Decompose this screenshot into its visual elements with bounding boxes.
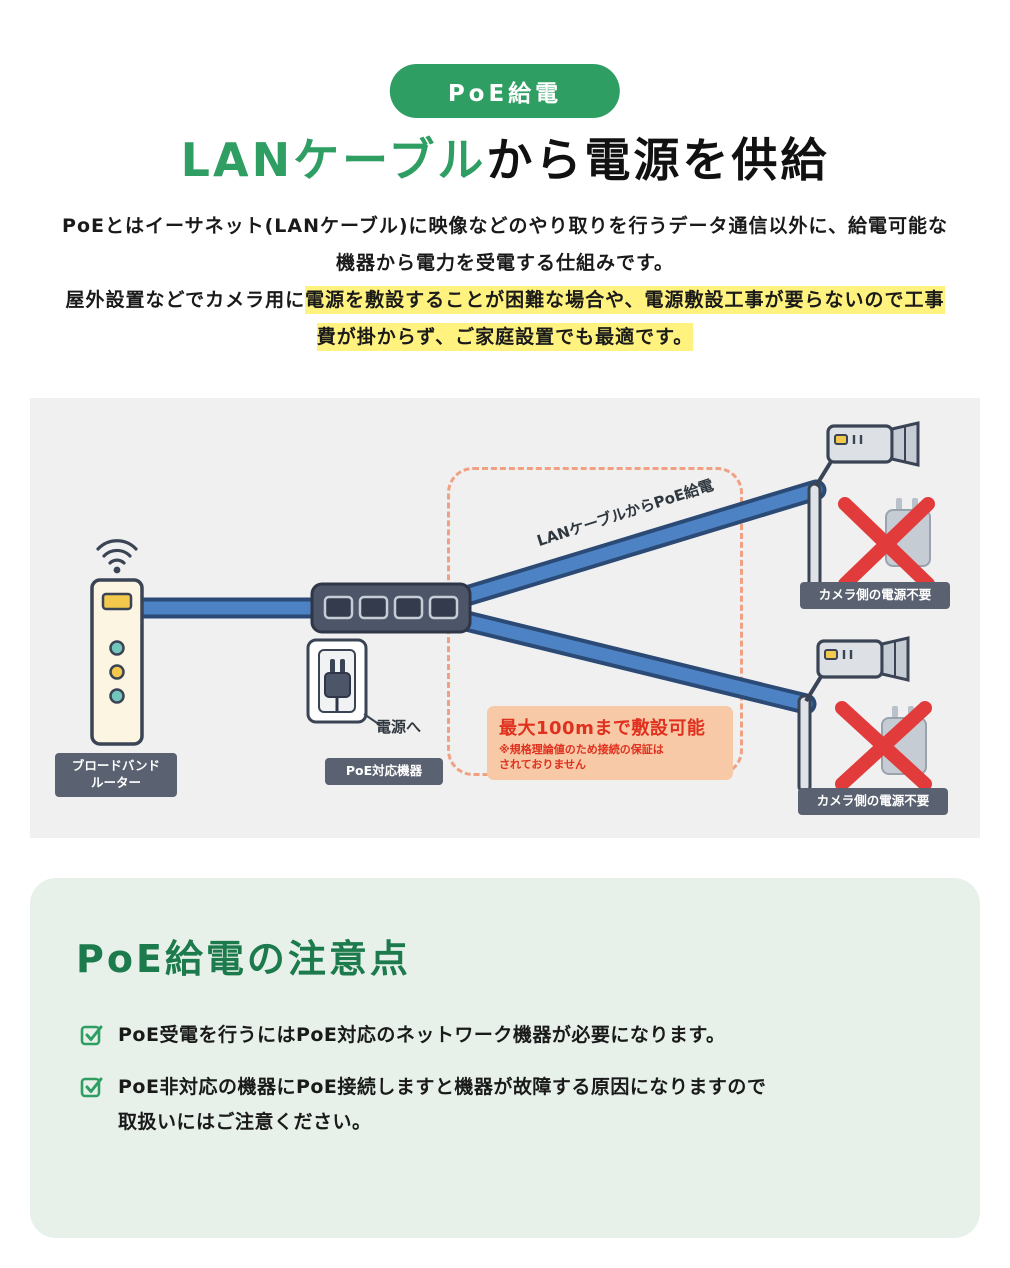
- poe-switch: [310, 582, 472, 634]
- camera-no-power-label-top: カメラ側の電源不要: [800, 582, 950, 609]
- no-power-x-bottom: [835, 701, 932, 791]
- max-distance-note: ※規格理論値のため接続の保証は されておりません: [499, 743, 664, 771]
- note-text-2: PoE非対応の機器にPoE接続しますと機器が故障する原因になりますので 取扱いに…: [118, 1076, 767, 1134]
- wifi-icon: [96, 539, 138, 574]
- power-outlet: [306, 638, 381, 726]
- max-distance-callout: 最大100mまで敷設可能 ※規格理論値のため接続の保証は されておりません: [487, 706, 733, 780]
- diagram-artwork: [90, 421, 935, 794]
- intro-line-4-highlight: 費が掛からず、ご家庭設置でも最適です。: [316, 323, 694, 351]
- note-item-1: PoE受電を行うにはPoE対応のネットワーク機器が必要になります。: [80, 1018, 726, 1053]
- intro-line-3: 屋外設置などでカメラ用に電源を敷設することが困難な場合や、電源敷設工事が要らない…: [0, 282, 1010, 319]
- page-title: LANケーブルから電源を供給: [0, 124, 1010, 190]
- notes-heading: PoE給電の注意点: [76, 937, 411, 981]
- poe-network-diagram: LANケーブルからPoE給電 最大100mまで敷設可能 ※規格理論値のため接続の…: [30, 398, 980, 838]
- lan-cables: [136, 479, 827, 715]
- intro-line-1: PoEとはイーサネット(LANケーブル)に映像などのやり取りを行うデータ通信以外…: [62, 215, 948, 237]
- note-item-2: PoE非対応の機器にPoE接続しますと機器が故障する原因になりますので 取扱いに…: [80, 1070, 766, 1140]
- intro-line-2: 機器から電力を受電する仕組みです。: [335, 252, 675, 274]
- security-camera-top: [814, 421, 920, 488]
- camera-pole-top: [807, 482, 822, 592]
- intro-paragraph: PoEとはイーサネット(LANケーブル)に映像などのやり取りを行うデータ通信以外…: [0, 208, 1010, 356]
- broadband-router: [90, 578, 144, 746]
- poe-pill-badge: PoE給電: [389, 64, 621, 118]
- power-source-label: 電源へ: [376, 718, 422, 736]
- router-label: ブロードバンド ルーター: [55, 753, 177, 797]
- note-text-1: PoE受電を行うにはPoE対応のネットワーク機器が必要になります。: [118, 1024, 726, 1046]
- intro-line-3-plain: 屋外設置などでカメラ用に: [65, 289, 306, 311]
- camera-pole-bottom: [797, 694, 812, 794]
- poe-notes-panel: PoE給電の注意点 PoE受電を行うにはPoE対応のネットワーク機器が必要になり…: [30, 878, 980, 1238]
- poe-device-label: PoE対応機器: [325, 758, 443, 785]
- no-power-x-top: [838, 497, 935, 591]
- max-distance-title: 最大100mまで敷設可能: [499, 718, 706, 739]
- security-camera-bottom: [804, 636, 910, 703]
- page-title-rest: から電源を供給: [486, 133, 830, 187]
- camera-no-power-label-bottom: カメラ側の電源不要: [798, 788, 948, 815]
- intro-line-4: 費が掛からず、ご家庭設置でも最適です。: [0, 319, 1010, 356]
- intro-line-3-highlight: 電源を敷設することが困難な場合や、電源敷設工事が要らないので工事: [305, 286, 945, 314]
- checkbox-check-icon: [80, 1077, 103, 1098]
- page-title-highlight: LANケーブル: [180, 133, 487, 187]
- checkbox-check-icon: [80, 1025, 103, 1046]
